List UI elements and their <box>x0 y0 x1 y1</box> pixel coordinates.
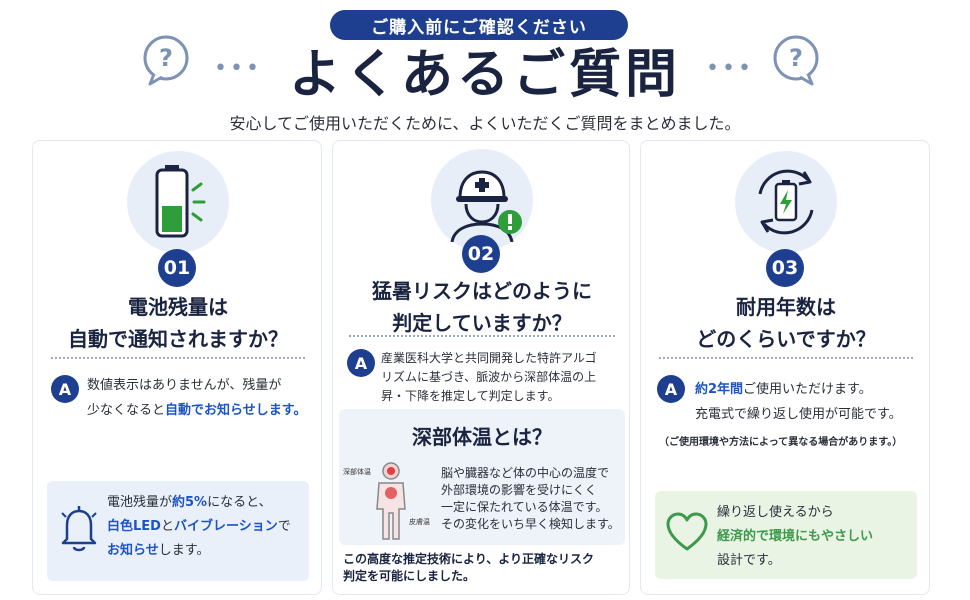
svg-text:?: ? <box>789 44 803 72</box>
page-subtitle: 安心してご使用いただくために、よくいただくご質問をまとめました。 <box>229 114 741 133</box>
answer-text: 産業医科大学と共同開発した特許アルゴ リズムに基づき、脈波から深部体温の上 昇・… <box>381 351 597 403</box>
label-deep-temp: 深部体温 <box>343 468 371 476</box>
header-pill: ご購入前にご確認ください <box>330 10 628 40</box>
recharge-cycle-icon <box>758 169 814 235</box>
number-badge: 02 <box>462 235 500 273</box>
question-title: 電池残量は 自動で通知されますか？ <box>68 295 288 351</box>
answer-badge: A <box>51 375 79 403</box>
divider <box>659 357 913 359</box>
notice-box: 電池残量が約5%になると、 白色LEDとバイブレーションで お知らせします。 <box>47 481 309 581</box>
battery-icon <box>155 165 206 238</box>
label-skin-temp: 皮膚温 <box>409 518 430 526</box>
deep-temp-text: 脳や臓器など体の中心の温度で 外部環境の影響を受けにくく 一定に保たれている体温… <box>441 466 620 531</box>
eco-box: 繰り返し使えるから 経済的で環境にもやさしい 設計です。 <box>655 491 917 579</box>
number-badge: 01 <box>158 249 196 287</box>
number-badge: 03 <box>766 249 804 287</box>
answer-badge: A <box>347 349 375 377</box>
dots-right: ••• <box>706 56 754 81</box>
answer-badge: A <box>657 375 685 403</box>
question-bubble-icon: ? <box>773 35 819 86</box>
usage-note: （ご使用環境や方法によって異なる場合があります。） <box>659 437 903 448</box>
recharge-icon-circle <box>735 151 837 253</box>
question-title: 耐用年数は どのくらいですか？ <box>696 295 876 351</box>
svg-text:?: ? <box>159 44 173 72</box>
bell-icon <box>61 506 97 552</box>
notice-text: 電池残量が約5%になると、 白色LEDとバイブレーションで お知らせします。 <box>107 495 291 558</box>
answer-text: 約2年間ご使用いただけます。 充電式で繰り返し使用が可能です。 <box>695 382 902 422</box>
deep-temp-title: 深部体温とは？ <box>412 425 552 449</box>
faq-card-heat-risk: 02 猛暑リスクはどのように 判定していますか？ A 産業医科大学と共同開発した… <box>332 140 630 595</box>
page-title: よくあるご質問 <box>288 45 681 105</box>
divider <box>51 357 305 359</box>
heart-icon <box>666 512 708 551</box>
worker-icon-circle <box>431 149 533 251</box>
battery-icon-circle <box>127 151 229 253</box>
worker-helmet-icon <box>450 170 522 242</box>
divider <box>349 335 615 337</box>
dots-left: ••• <box>214 56 262 81</box>
eco-text: 繰り返し使えるから 経済的で環境にもやさしい 設計です。 <box>717 505 874 568</box>
question-bubble-icon: ? <box>143 35 189 86</box>
final-note: この高度な推定技術により、より正確なリスク 判定を可能にしました。 <box>343 552 595 583</box>
question-title: 猛暑リスクはどのように 判定していますか？ <box>372 279 592 335</box>
faq-card-lifespan: 03 耐用年数は どのくらいですか？ A 約2年間ご使用いただけます。 充電式で… <box>640 140 930 595</box>
deep-temp-box: 深部体温とは？ 深部体温 皮膚温 脳や臓器など体の中心の温度で 外部環境の影響を… <box>339 409 625 545</box>
body-figure-icon <box>376 462 406 540</box>
faq-card-battery: 01 電池残量は 自動で通知されますか？ A 数値表示はありませんが、残量が 少… <box>32 140 322 595</box>
answer-text: 数値表示はありませんが、残量が 少なくなると自動でお知らせします。 <box>87 378 307 418</box>
